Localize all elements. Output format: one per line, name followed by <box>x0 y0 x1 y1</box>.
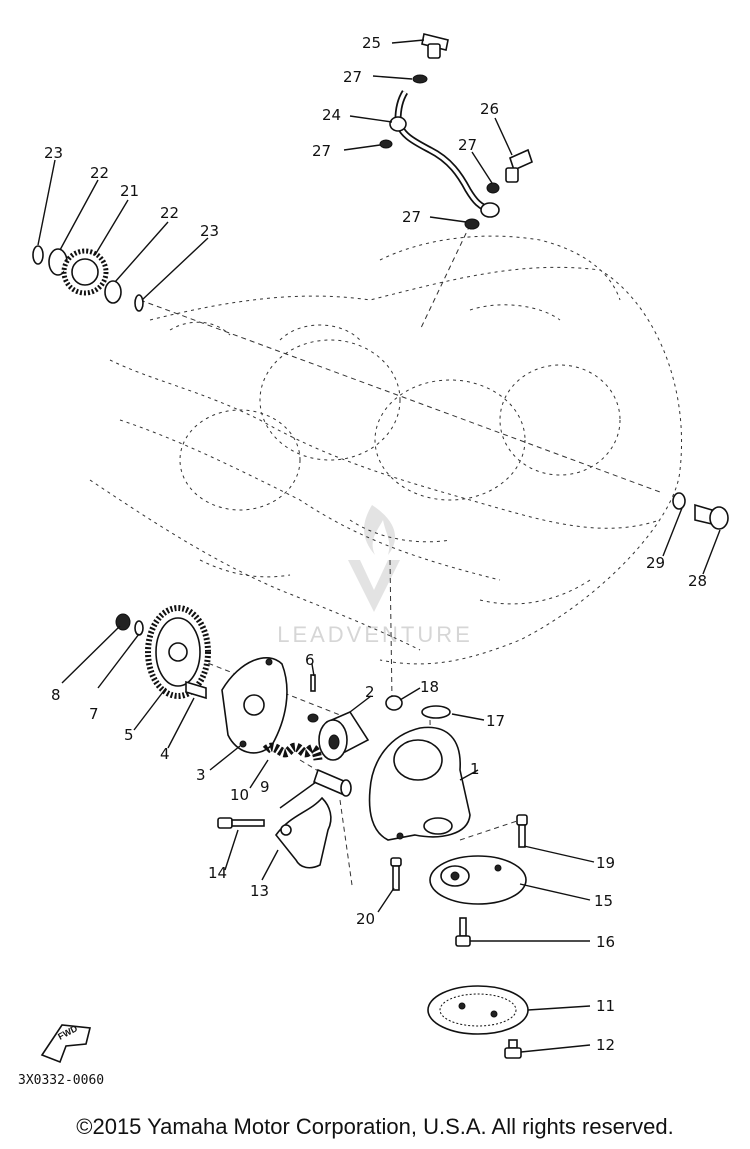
pin-part <box>310 674 316 692</box>
part-label-17: 17 <box>486 712 505 730</box>
part-label-27c: 27 <box>458 136 477 154</box>
strainer-housing <box>429 855 527 905</box>
pump-bracket <box>275 796 332 869</box>
part-label-11: 11 <box>596 997 615 1015</box>
part-label-3: 3 <box>196 766 206 784</box>
relief-spring <box>262 742 323 761</box>
part-labels: 1 2 3 4 5 6 7 8 9 10 11 12 13 14 15 16 1… <box>44 34 707 1054</box>
copyright-notice: ©2015 Yamaha Motor Corporation, U.S.A. A… <box>76 1114 674 1139</box>
part-label-9: 9 <box>260 778 270 796</box>
part-label-10: 10 <box>230 786 249 804</box>
part-label-15: 15 <box>594 892 613 910</box>
bracket-bolt <box>217 817 265 829</box>
relief-valve <box>313 768 352 797</box>
strainer-screw <box>504 1039 522 1059</box>
part-label-23a: 23 <box>44 144 63 162</box>
part-label-19: 19 <box>596 854 615 872</box>
o-ring <box>421 705 451 719</box>
watermark: LEADVENTURE <box>277 505 473 647</box>
part-label-24: 24 <box>322 106 341 124</box>
pump-housing <box>368 726 471 841</box>
strainer-bolt <box>455 917 471 947</box>
part-label-2: 2 <box>365 683 375 701</box>
part-label-27d: 27 <box>402 208 421 226</box>
pump-cover <box>221 656 288 754</box>
drawing-code: 3X0332-0060 <box>18 1073 104 1088</box>
part-label-5: 5 <box>124 726 134 744</box>
fwd-marker: FWD <box>40 1023 91 1064</box>
part-label-27b: 27 <box>312 142 331 160</box>
part-label-7: 7 <box>89 705 99 723</box>
part-label-22b: 22 <box>160 204 179 222</box>
oil-delivery-pipe <box>389 90 500 218</box>
housing-bolts <box>390 814 528 891</box>
part-label-20: 20 <box>356 910 375 928</box>
part-label-26: 26 <box>480 100 499 118</box>
part-label-12: 12 <box>596 1036 615 1054</box>
part-label-13: 13 <box>250 882 269 900</box>
part-label-22a: 22 <box>90 164 109 182</box>
part-label-21: 21 <box>120 182 139 200</box>
crankcase-outline <box>89 235 682 665</box>
part-label-28: 28 <box>688 572 707 590</box>
exploded-parts-diagram: LEADVENTURE <box>18 33 729 1088</box>
watermark-text: LEADVENTURE <box>277 622 473 647</box>
part-label-29: 29 <box>646 554 665 572</box>
part-label-8: 8 <box>51 686 61 704</box>
part-label-23b: 23 <box>200 222 219 240</box>
idler-gear-group <box>32 245 144 312</box>
part-label-25: 25 <box>362 34 381 52</box>
oil-pump-gear-group <box>115 605 211 700</box>
part-label-4: 4 <box>160 745 170 763</box>
part-label-16: 16 <box>596 933 615 951</box>
leader-lines <box>37 39 721 1053</box>
part-label-1: 1 <box>470 760 480 778</box>
dowel-pin <box>385 695 403 711</box>
part-label-14: 14 <box>208 864 227 882</box>
part-label-18: 18 <box>420 678 439 696</box>
part-label-27a: 27 <box>343 68 362 86</box>
oil-strainer <box>427 985 529 1035</box>
drain-bolt-group <box>672 492 729 530</box>
part-label-6: 6 <box>305 651 315 669</box>
rotor <box>318 710 370 761</box>
pin-part-lower <box>307 713 319 723</box>
